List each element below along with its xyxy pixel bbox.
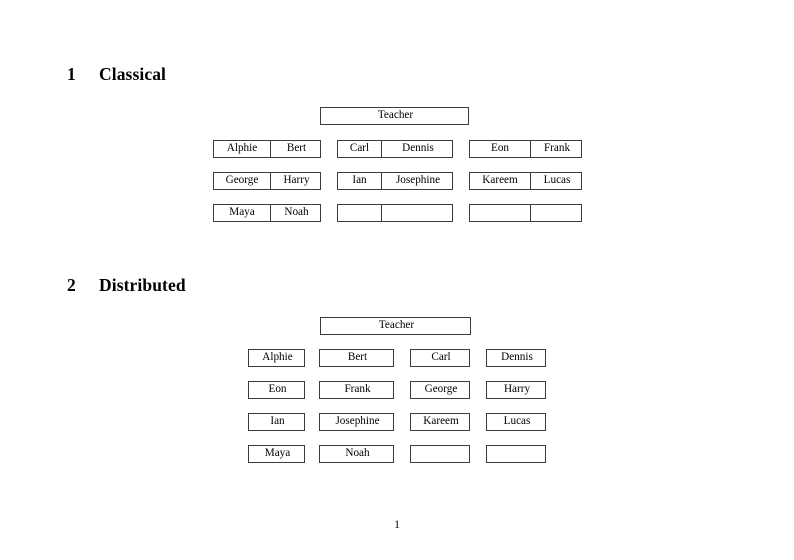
node-cell: Lucas (503, 414, 531, 427)
node-row: Maya Noah (0, 445, 794, 463)
node-cell: Noah (345, 446, 370, 459)
node-box: Dennis (486, 349, 546, 367)
node-box (337, 204, 453, 222)
teacher-box: Teacher (320, 107, 469, 125)
node-cell: Teacher (378, 318, 415, 331)
node-cell: Harry (503, 382, 531, 395)
node-cell: Carl (349, 141, 370, 154)
node-cell: Eon (490, 141, 510, 154)
node-cell: Kareem (423, 414, 459, 427)
node-cell: Josephine (335, 414, 380, 427)
node-cell: Ian (270, 414, 285, 427)
node-cell: Dennis (381, 141, 454, 157)
node-cell: Bert (347, 350, 368, 363)
node-cell: Eon (268, 382, 287, 395)
node-cell: Harry (270, 173, 322, 189)
node-box: George (410, 381, 470, 399)
node-box: Kareem (410, 413, 470, 431)
node-box: Lucas (486, 413, 546, 431)
node-cell-empty (381, 205, 454, 221)
node-box: Josephine (319, 413, 394, 431)
node-box: Noah (319, 445, 394, 463)
section-number: 1 (67, 64, 76, 84)
node-box: Maya Noah (213, 204, 321, 222)
node-cell-empty (338, 205, 381, 221)
node-box: Kareem Lucas (469, 172, 582, 190)
node-cell: Alphie (226, 141, 258, 154)
node-cell-empty (411, 446, 471, 462)
node-box: Ian Josephine (337, 172, 453, 190)
node-cell: Kareem (482, 173, 518, 186)
node-row: Eon Frank George Harry (0, 381, 794, 399)
node-box: Alphie (248, 349, 305, 367)
node-box (486, 445, 546, 463)
node-cell: Ian (352, 173, 367, 186)
node-box: Eon Frank (469, 140, 582, 158)
section-title: Distributed (99, 275, 186, 295)
node-cell: Bert (270, 141, 322, 157)
node-row: Alphie Bert Carl Dennis (0, 349, 794, 367)
node-cell-empty (470, 205, 530, 221)
node-row: Alphie Bert Carl Dennis Eon Frank (0, 140, 794, 158)
node-cell: George (225, 173, 259, 186)
teacher-box: Teacher (320, 317, 471, 335)
node-box: Eon (248, 381, 305, 399)
teacher-row: Teacher (0, 107, 794, 125)
node-cell: Frank (530, 141, 583, 157)
node-box: Bert (319, 349, 394, 367)
node-box: Ian (248, 413, 305, 431)
node-cell: Lucas (530, 173, 583, 189)
node-box: Alphie Bert (213, 140, 321, 158)
node-cell: Josephine (381, 173, 454, 189)
node-box: Harry (486, 381, 546, 399)
node-box: George Harry (213, 172, 321, 190)
section-heading-distributed: 2 Distributed (67, 275, 186, 295)
section-number: 2 (67, 275, 76, 295)
node-cell-empty (530, 205, 583, 221)
node-cell: Maya (264, 446, 291, 459)
node-cell: George (424, 382, 458, 395)
node-cell: Alphie (262, 350, 293, 363)
node-box: Maya (248, 445, 305, 463)
node-cell-empty (487, 446, 547, 462)
node-cell: Dennis (501, 350, 533, 363)
node-box: Frank (319, 381, 394, 399)
node-row: Ian Josephine Kareem Lucas (0, 413, 794, 431)
node-box: Carl Dennis (337, 140, 453, 158)
node-row: George Harry Ian Josephine Kareem Lucas (0, 172, 794, 190)
node-box (469, 204, 582, 222)
node-cell: Teacher (377, 108, 414, 121)
section-heading-classical: 1 Classical (67, 64, 167, 84)
node-box (410, 445, 470, 463)
node-box: Carl (410, 349, 470, 367)
node-cell: Noah (270, 205, 322, 221)
section-title: Classical (99, 64, 167, 84)
node-cell: Maya (229, 205, 255, 218)
page-number: 1 (394, 519, 400, 531)
node-row: Maya Noah (0, 204, 794, 222)
node-cell: Carl (431, 350, 451, 363)
node-cell: Frank (344, 382, 371, 395)
teacher-row: Teacher (0, 317, 794, 335)
